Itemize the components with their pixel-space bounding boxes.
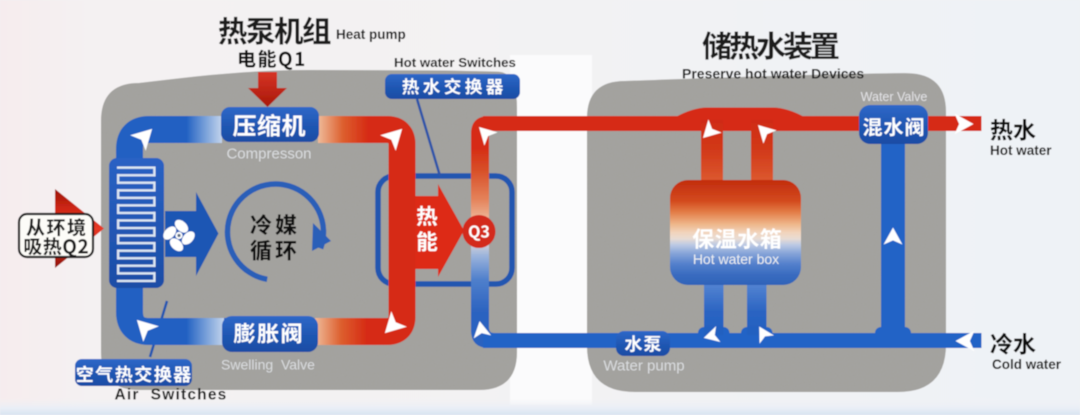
- svg-text:Cold water: Cold water: [992, 357, 1062, 372]
- svg-text:Compresson: Compresson: [226, 146, 311, 163]
- svg-text:Preserve hot water Devices: Preserve hot water Devices: [682, 66, 864, 82]
- svg-text:Water Valve: Water Valve: [861, 90, 928, 104]
- svg-text:Swelling Valve: Swelling Valve: [221, 357, 315, 373]
- svg-text:Water pump: Water pump: [603, 358, 684, 375]
- svg-text:Hot water Switches: Hot water Switches: [394, 55, 516, 70]
- svg-text:Hot water: Hot water: [990, 143, 1052, 158]
- svg-text:Heat pump: Heat pump: [336, 27, 406, 42]
- svg-text:Air Switches: Air Switches: [115, 387, 228, 404]
- svg-text:Hot water box: Hot water box: [693, 251, 779, 267]
